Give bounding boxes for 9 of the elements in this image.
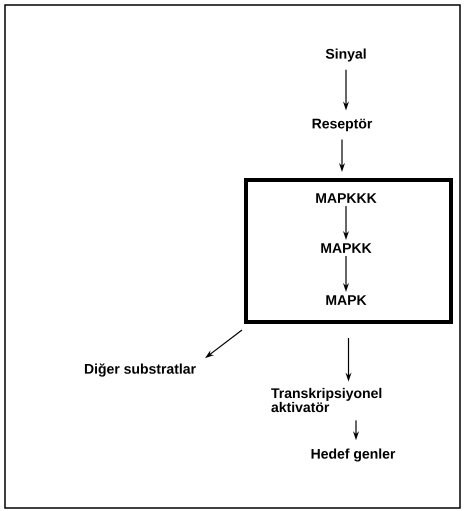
kinase-label: MAPK — [326, 295, 366, 305]
receptor-label: Reseptör — [312, 118, 372, 132]
signal-label: Sinyal — [326, 48, 366, 62]
activator-label: Transkripsiyonel aktivatör — [271, 388, 382, 412]
target-label: Hedef genler — [312, 448, 396, 462]
substrate-label: Diğer substratlar — [84, 363, 196, 377]
kinase-label: MAPKKK — [316, 193, 377, 203]
cascade-box — [244, 178, 453, 324]
kinase-label: MAPKK — [321, 243, 372, 253]
